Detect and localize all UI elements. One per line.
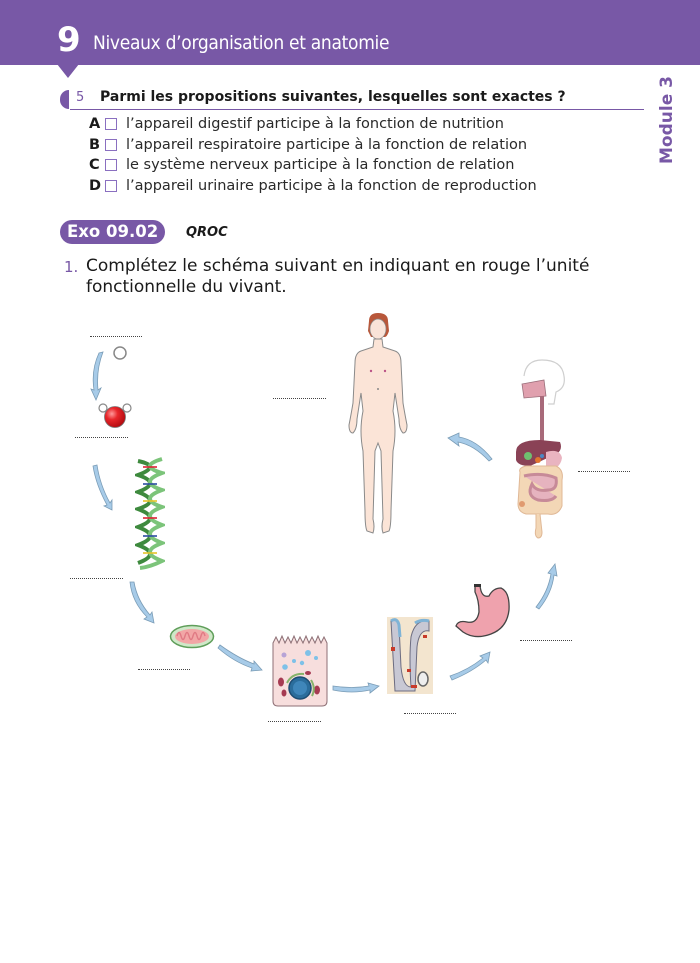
dna-helix-icon [135,457,165,570]
option-text: l’appareil respiratoire participe à la f… [126,136,528,153]
blank-tissue[interactable] [404,712,456,714]
option-b[interactable]: B l’appareil respiratoire participe à la… [89,135,537,156]
instruction-number: 1. [64,258,79,276]
question-marker [60,90,69,109]
option-text: l’appareil digestif participe à la fonct… [126,116,504,133]
digestive-system-icon [516,359,565,539]
option-a[interactable]: A l’appareil digestif participe à la fon… [89,114,537,135]
chapter-number: 9 [57,20,81,60]
question-text: Parmi les propositions suivantes, lesque… [100,89,566,105]
chapter-title: Niveaux d’organisation et anatomie [93,32,390,54]
blank-macromolecule[interactable] [70,577,123,579]
option-checkbox[interactable] [105,159,117,172]
tissue-icon [387,617,433,694]
blank-organelle[interactable] [138,668,190,670]
blank-cell[interactable] [268,720,321,722]
question-header: 5 Parmi les propositions suivantes, lesq… [70,88,644,110]
header-pointer [57,64,79,78]
option-checkbox[interactable] [105,138,117,151]
question-number: 5 [76,90,85,105]
option-d[interactable]: D l’appareil urinaire participe à la fon… [89,176,537,197]
cell-icon [272,634,328,707]
chapter-header [0,0,700,65]
human-body-icon [348,313,408,534]
blank-molecule[interactable] [75,436,128,438]
atom-icon [113,346,127,360]
blank-organ[interactable] [520,639,572,641]
option-text: le système nerveux participe à la foncti… [126,157,515,174]
exercise-badge: Exo 09.02 [60,220,166,244]
option-letter: B [89,136,101,153]
option-letter: C [89,157,100,174]
blank-organism[interactable] [273,397,326,399]
option-text: l’appareil urinaire participe à la fonct… [126,177,537,194]
option-c[interactable]: C le système nerveux participe à la fonc… [89,155,537,176]
blank-atom[interactable] [90,335,142,337]
answer-options: A l’appareil digestif participe à la fon… [89,114,537,196]
water-molecule-icon [98,403,132,428]
option-letter: D [89,177,102,194]
option-letter: A [89,116,101,133]
mitochondrion-icon [169,624,215,649]
option-checkbox[interactable] [105,179,117,192]
blank-system[interactable] [578,470,630,472]
option-checkbox[interactable] [105,118,117,131]
stomach-icon [455,584,510,638]
exercise-type: QROC [186,225,228,240]
instruction-text: Complétez le schéma suivant en indiquant… [86,256,590,297]
